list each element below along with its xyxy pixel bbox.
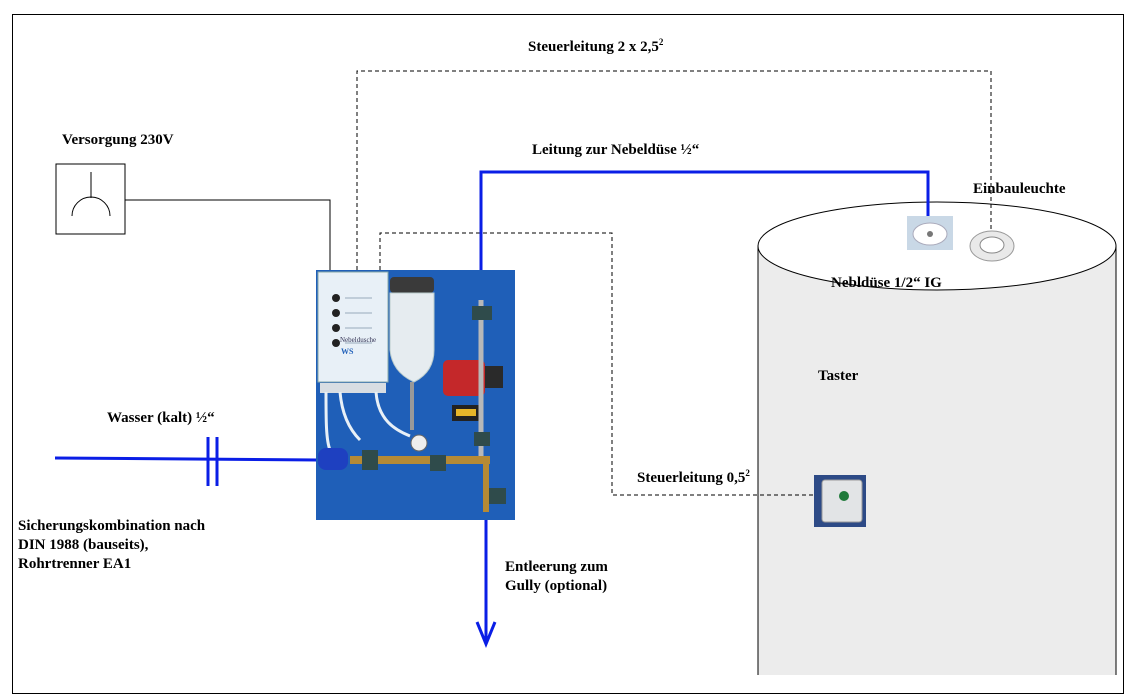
water-tank (389, 292, 435, 383)
drain-valve (488, 488, 506, 504)
nozzle-orifice (927, 231, 933, 237)
label-supply: Versorgung 230V (62, 132, 174, 148)
power-supply-symbol (55, 163, 126, 235)
control-line-small (379, 232, 813, 496)
label-nozzle: Nebldüse 1/2“ IG (831, 275, 942, 291)
label-recessed-light: Einbauleuchte (973, 181, 1066, 197)
mist-nozzle (907, 216, 953, 250)
cable (324, 391, 332, 451)
supply-wire (125, 199, 331, 270)
pump-head (485, 366, 503, 388)
pressure-gauge (410, 434, 428, 452)
installation-diagram (54, 70, 1117, 675)
drain-arrow (475, 621, 497, 648)
inlet-valve (362, 450, 378, 470)
label-control-line-small: Steuerleitung 0,52 (637, 468, 750, 487)
mist-unit-panel (316, 270, 515, 520)
panel-title: Nebeldusche (340, 336, 377, 344)
cable-glands (320, 383, 386, 393)
pipe-fitting (474, 432, 490, 446)
recessed-light (969, 230, 1015, 262)
control-box (317, 271, 389, 383)
control-knob (332, 339, 340, 347)
control-knob (332, 294, 340, 302)
solenoid-valve (430, 455, 446, 471)
label-control-line-main: Steuerleitung 2 x 2,52 (528, 37, 664, 56)
pipe-to-nozzle (479, 170, 930, 316)
pipe-fitting (472, 306, 492, 320)
light-lens (979, 236, 1005, 254)
button-cap (839, 491, 849, 501)
valve-label (456, 409, 476, 416)
shower-cabin (757, 201, 1117, 675)
pipe-separator (206, 437, 219, 486)
label-drain: Entleerung zum Gully (optional) (505, 559, 608, 594)
control-knob (332, 324, 340, 332)
inlet-connector (318, 448, 348, 470)
label-safety-combination: Sicherungskombination nach DIN 1988 (bau… (18, 518, 206, 572)
pump (443, 360, 485, 396)
tank-lid (390, 277, 434, 293)
control-line-main (356, 70, 992, 270)
water-inlet-pipe (54, 456, 319, 462)
control-knob (332, 309, 340, 317)
button-housing (821, 479, 863, 523)
cable (374, 391, 411, 438)
cable (338, 391, 362, 442)
label-nozzle-line: Leitung zur Nebeldüse ½“ (532, 142, 700, 158)
push-button (814, 475, 866, 527)
label-button: Taster (818, 368, 859, 384)
cabin-body (757, 245, 1117, 675)
socket-arc (71, 196, 111, 217)
panel-logo: WS (341, 347, 354, 356)
label-water: Wasser (kalt) ½“ (107, 410, 215, 426)
